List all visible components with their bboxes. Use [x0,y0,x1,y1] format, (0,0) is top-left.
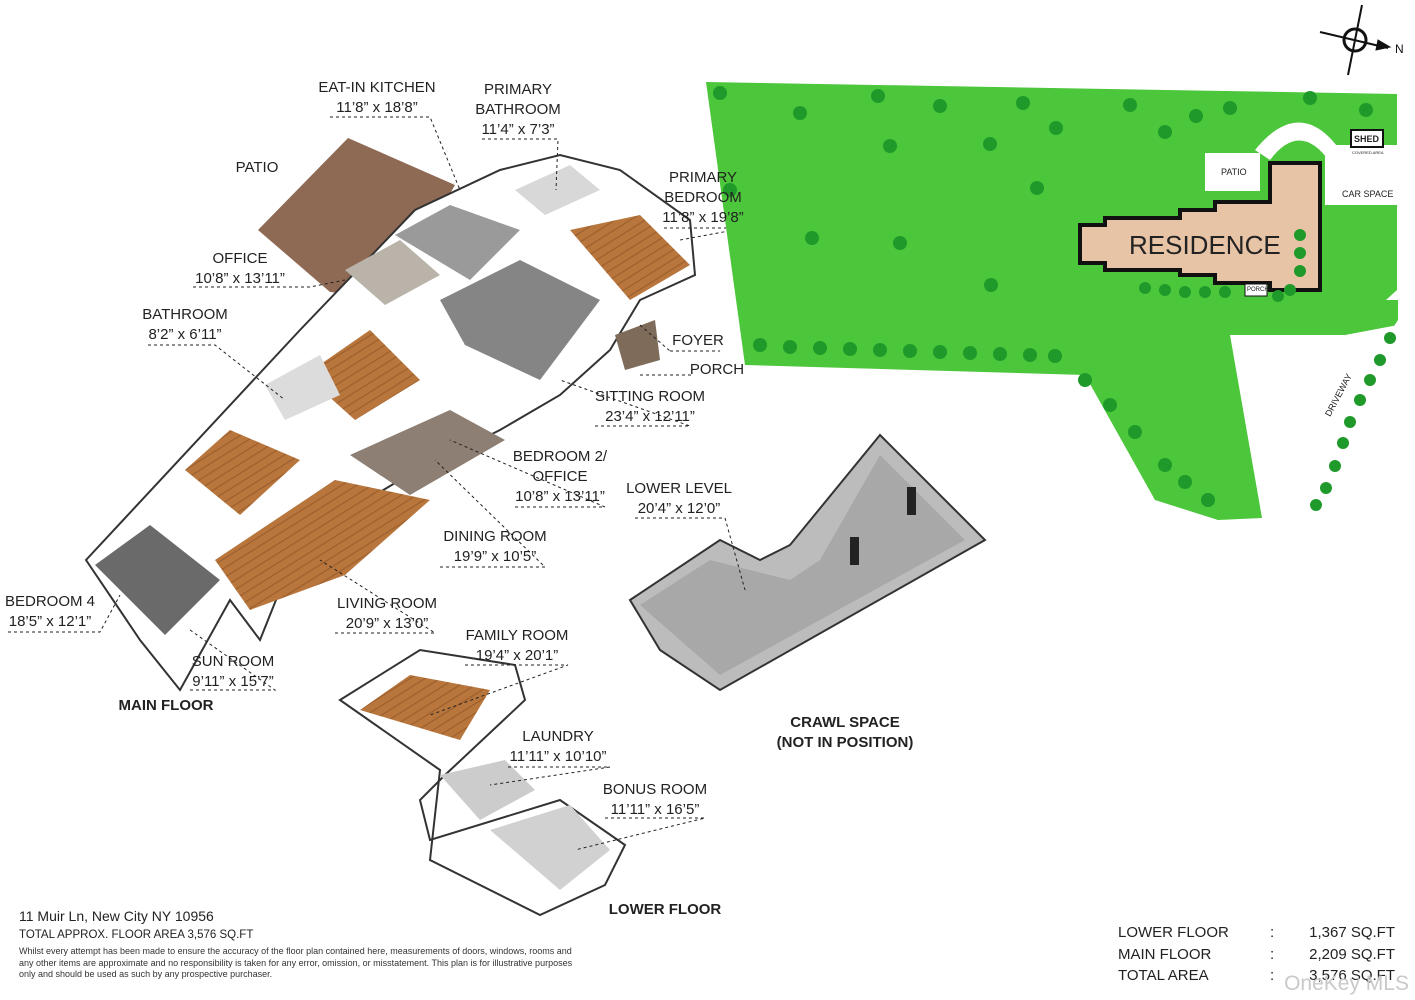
room-name: OFFICE [212,250,268,267]
site-porch-label: PORCH [1247,287,1269,293]
area-value: 2,209 SQ.FT [1309,945,1395,963]
room-label-bedroom-2-office: BEDROOM 2/ OFFICE 10’8” x 13’11” [510,447,610,507]
room-dims: 9’11” x 15’7” [192,673,274,690]
site-plan [706,82,1398,520]
room-label-sun-room: SUN ROOM 9’11” x 15’7” [192,652,275,692]
crawl-space-line2: (NOT IN POSITION) [776,734,914,751]
crawl-space-line1: CRAWL SPACE [790,714,900,731]
room-name: BONUS ROOM [602,781,708,798]
room-label-bedroom-4: BEDROOM 4 18’5” x 12’1” [5,592,95,632]
area-value: 1,367 SQ.FT [1309,924,1395,941]
disclaimer: Whilst every attempt has been made to en… [19,946,573,979]
room-label-foyer: FOYER [672,331,724,351]
area-sep: : [1270,945,1275,963]
room-dims: 20’4” x 12’0” [637,500,721,517]
site-shed-label: SHED [1354,134,1380,144]
leader-lines [8,116,746,851]
area-row: TOTAL AREA : 3,576 SQ.FT [1118,965,1398,987]
room-name: DINING ROOM [443,528,547,545]
watermark: OneKey MLS [1284,972,1409,995]
room-label-living-room: LIVING ROOM 20’9” x 13’0” [337,594,437,634]
room-label-dining-room: DINING ROOM 19’9” x 10’5” [443,527,546,567]
room-name: BEDROOM 2/ OFFICE [512,448,608,485]
site-covered-area-label: COVERED AREA [1352,150,1384,155]
room-dims: 20’9” x 13’0” [345,615,429,632]
room-name: PRIMARY BEDROOM [664,169,742,206]
area-summary: LOWER FLOOR : 1,367 SQ.FT MAIN FLOOR : 2… [1118,922,1398,987]
compass-icon [1319,4,1392,76]
area-value: 3,576 SQ.FT [1309,967,1395,984]
room-name: LIVING ROOM [336,595,438,612]
room-dims: 19’9” x 10’5” [453,548,537,565]
room-label-family-room: FAMILY ROOM 19’4” x 20’1” [466,626,569,666]
room-label-patio: PATIO [236,158,279,178]
room-name: EAT-IN KITCHEN [318,79,436,96]
room-label-porch: PORCH [690,360,744,380]
room-label-laundry: LAUNDRY 11’11” x 10’10” [509,727,606,767]
room-label-primary-bathroom: PRIMARY BATHROOM 11’4” x 7’3” [473,80,563,140]
room-name: SITTING ROOM [595,388,705,405]
room-dims: 11’8” x 18’8” [336,99,418,116]
site-trees [713,86,1396,511]
site-residence-label: RESIDENCE [1129,230,1281,260]
room-name: LAUNDRY [522,728,594,745]
room-dims: 11’11” x 16’5” [610,801,700,818]
room-name: FAMILY ROOM [465,627,569,644]
room-name: PORCH [689,361,745,378]
room-dims: 23’4” x 12’11” [605,408,695,425]
room-label-lower-level: LOWER LEVEL 20’4” x 12’0” [626,479,732,519]
room-dims: 8’2” x 6’11” [148,326,222,343]
room-dims: 11’11” x 10’10” [509,748,607,765]
room-label-eat-in-kitchen: EAT-IN KITCHEN 11’8” x 18’8” [318,78,435,118]
site-patio-label: PATIO [1221,167,1247,177]
room-name: PATIO [235,159,279,176]
area-label: LOWER FLOOR [1118,924,1229,941]
area-sep: : [1270,967,1275,984]
area-label: MAIN FLOOR [1118,945,1212,963]
room-dims: 11’4” x 7’3” [481,121,555,138]
room-name: BEDROOM 4 [4,593,96,610]
compass-north-label: N [1395,42,1404,56]
property-address: 11 Muir Ln, New City NY 10956 [19,908,214,924]
main-floor-plan [84,138,697,692]
section-title-main-floor: MAIN FLOOR [118,697,214,714]
crawl-space-plan [628,433,987,692]
room-dims: 18’5” x 12’1” [8,613,92,630]
room-name: PRIMARY BATHROOM [475,81,561,118]
site-car-space-label: CAR SPACE [1342,189,1394,199]
room-label-bonus-room: BONUS ROOM 11’11” x 16’5” [603,780,707,820]
room-label-primary-bedroom: PRIMARY BEDROOM 11’8” x 19’8” [658,168,748,228]
section-title-lower-floor: LOWER FLOOR [608,901,722,918]
room-dims: 11’8” x 19’8” [662,209,744,226]
total-floor-area: TOTAL APPROX. FLOOR AREA 3,576 SQ.FT [19,929,254,941]
area-sep: : [1270,924,1275,941]
room-name: FOYER [672,332,724,349]
area-row: LOWER FLOOR : 1,367 SQ.FT [1118,922,1398,944]
room-name: LOWER LEVEL [626,480,732,497]
room-dims: 10’8” x 13’11” [195,270,285,287]
room-label-bathroom: BATHROOM 8’2” x 6’11” [142,305,228,345]
room-name: BATHROOM [142,306,228,323]
area-row: MAIN FLOOR : 2,209 SQ.FT [1118,944,1398,966]
lower-floor-plan [338,648,627,917]
room-dims: 10’8” x 13’11” [515,488,605,505]
area-label: TOTAL AREA [1118,967,1209,984]
room-label-office: OFFICE 10’8” x 13’11” [195,249,285,289]
room-name: SUN ROOM [191,653,275,670]
room-label-sitting-room: SITTING ROOM 23’4” x 12’11” [595,387,705,427]
room-dims: 19’4” x 20’1” [475,647,559,664]
section-title-crawl-space: CRAWL SPACE (NOT IN POSITION) [777,713,914,753]
